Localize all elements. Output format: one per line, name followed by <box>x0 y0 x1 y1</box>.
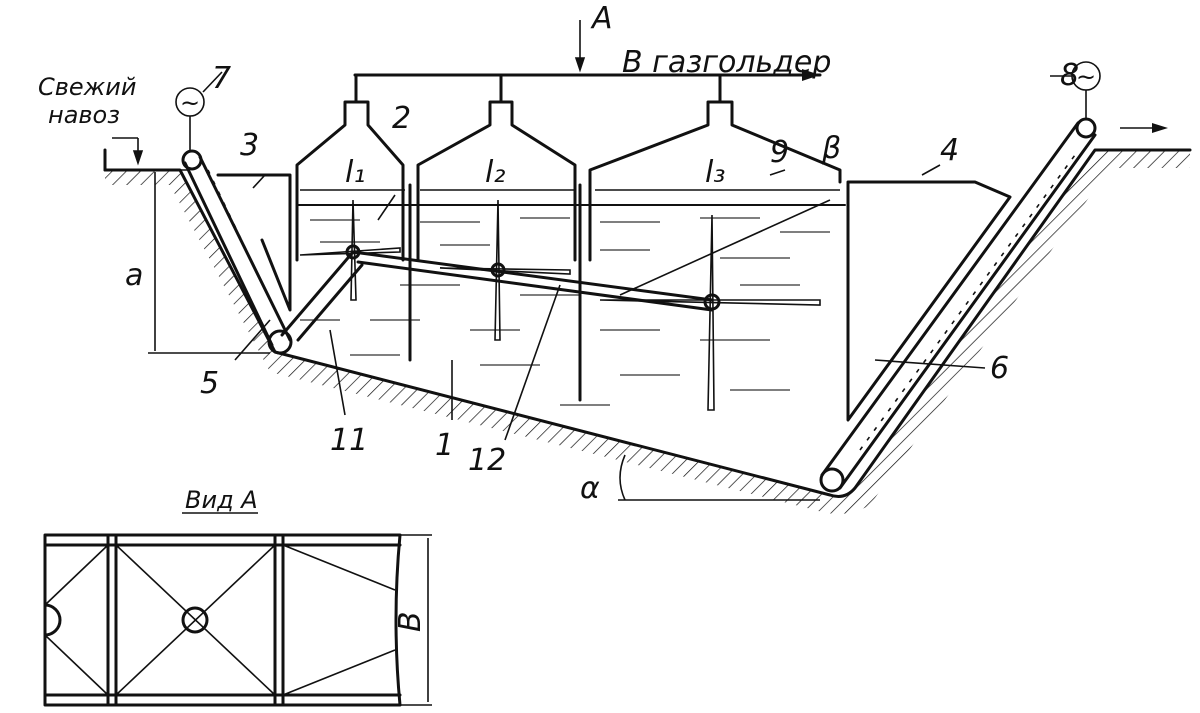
gas-domes <box>295 69 842 262</box>
fresh-manure-label-2: навоз <box>48 101 120 129</box>
svg-text:l₁: l₁ <box>345 155 365 190</box>
view-a: Вид А В <box>43 486 432 707</box>
svg-text:a: a <box>125 258 143 293</box>
block-4 <box>846 180 1012 422</box>
dimension-a <box>140 169 270 354</box>
to-gasholder-label: В газгольдер <box>622 45 831 80</box>
svg-text:β: β <box>821 131 841 166</box>
svg-text:1: 1 <box>435 428 454 463</box>
labels: Свежий навоз 7 3 2 A В газгольдер 8 l₁ l… <box>38 1 1079 506</box>
view-a-arrow <box>574 20 586 73</box>
svg-text:11: 11 <box>330 423 368 458</box>
agitator-shaft <box>299 199 821 411</box>
svg-text:~: ~ <box>1076 63 1096 91</box>
svg-text:2: 2 <box>392 101 411 136</box>
motor-7: ~ <box>175 71 223 151</box>
svg-text:4: 4 <box>940 133 959 168</box>
ground <box>103 148 1192 514</box>
svg-text:3: 3 <box>240 128 259 163</box>
svg-text:l₂: l₂ <box>485 155 505 190</box>
svg-text:5: 5 <box>200 366 219 401</box>
svg-text:12: 12 <box>468 443 506 478</box>
width-b-label: В <box>393 611 428 632</box>
svg-text:α: α <box>580 471 600 506</box>
view-a-title: Вид А <box>185 486 258 514</box>
svg-text:7: 7 <box>212 61 231 96</box>
svg-text:l₃: l₃ <box>705 155 725 190</box>
leader-lines <box>234 164 986 441</box>
svg-text:6: 6 <box>990 351 1009 386</box>
slurry <box>296 204 846 406</box>
svg-text:8: 8 <box>1060 58 1079 93</box>
block-3 <box>216 173 292 312</box>
svg-text:9: 9 <box>770 135 789 170</box>
svg-text:~: ~ <box>180 89 200 117</box>
conveyor-6 <box>819 117 1168 493</box>
motor-8: ~ <box>1050 61 1101 119</box>
inlet-arrow <box>112 137 144 166</box>
angle-alpha-marker <box>618 454 820 501</box>
fresh-manure-label-1: Свежий <box>38 73 136 101</box>
svg-text:A: A <box>590 1 613 36</box>
